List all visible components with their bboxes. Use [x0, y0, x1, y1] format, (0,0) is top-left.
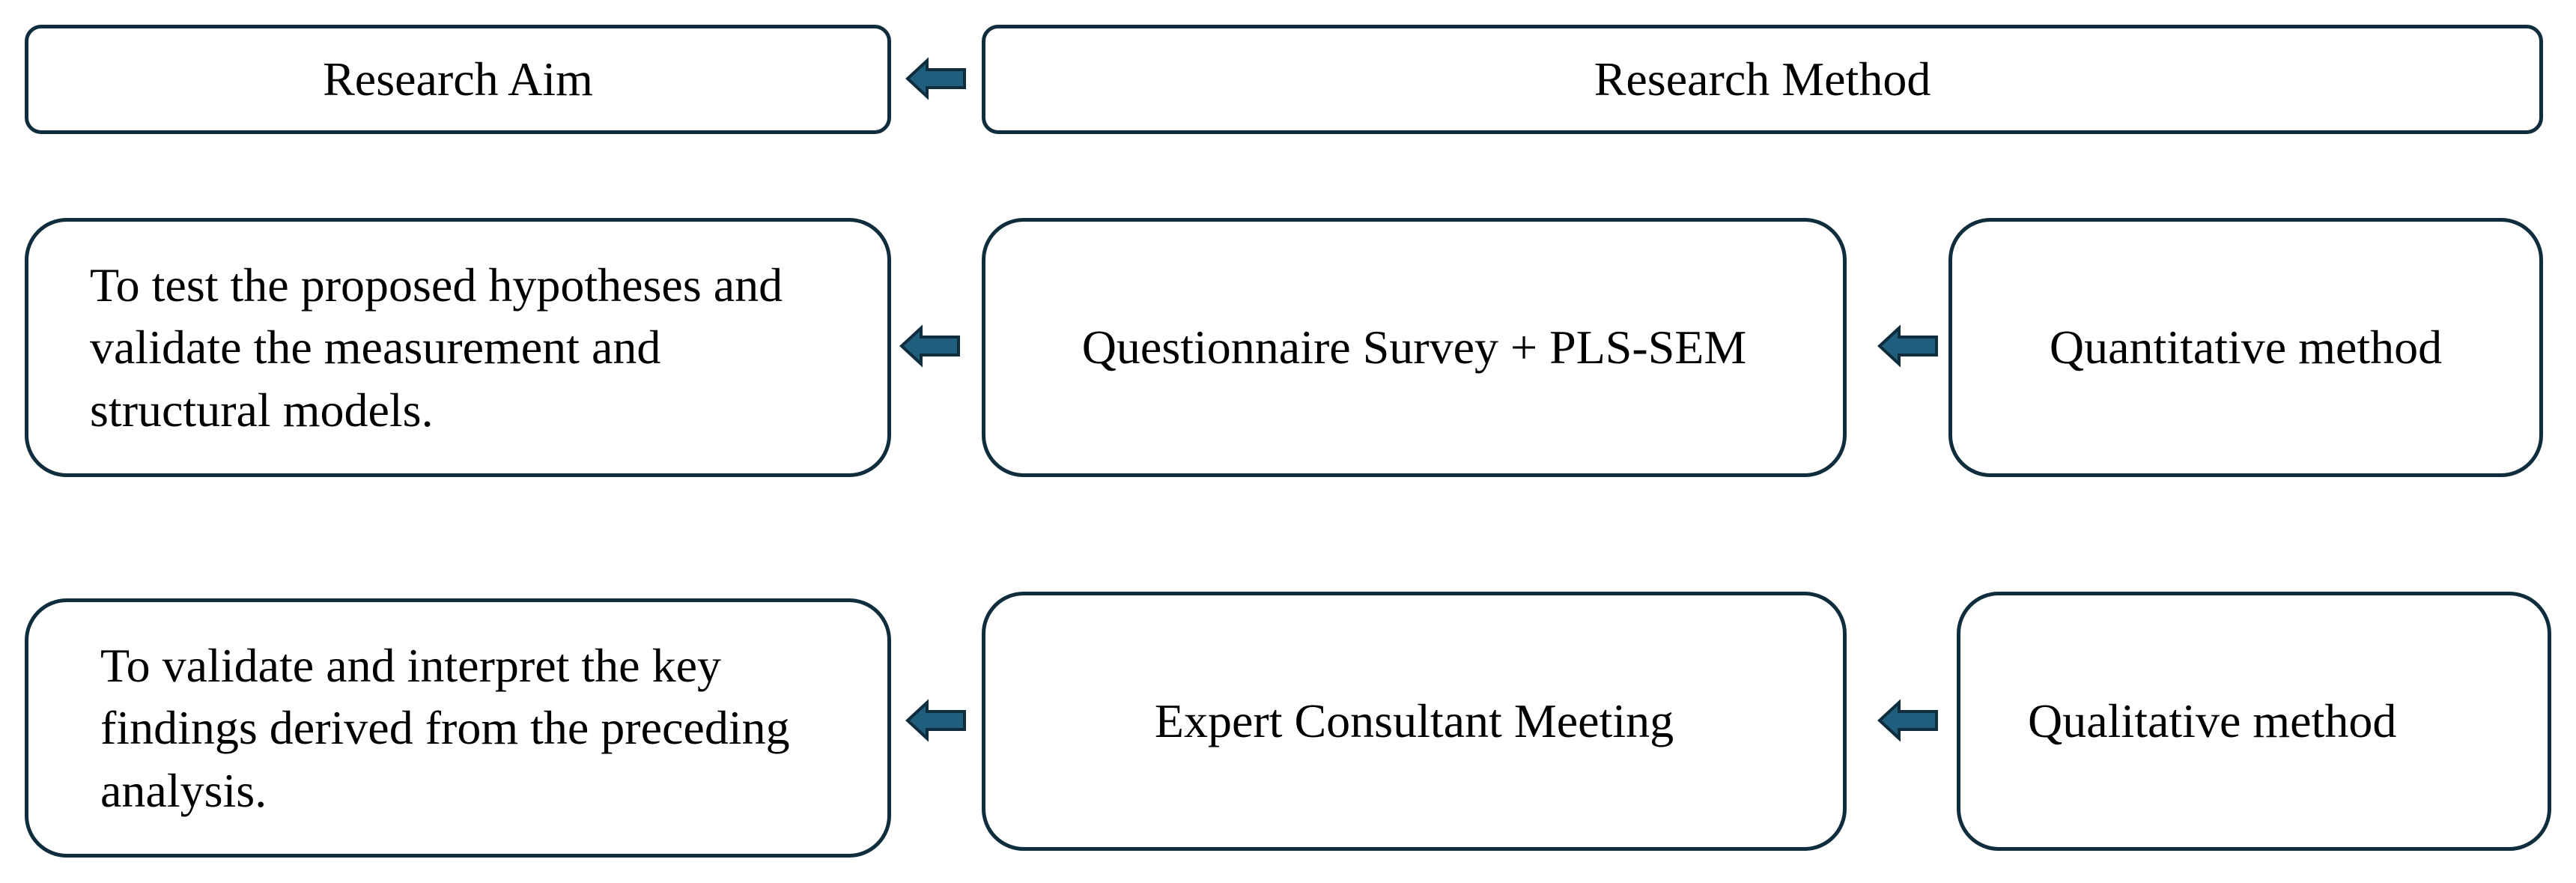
arrow-left-icon [1877, 324, 1938, 368]
technique-box-survey: Questionnaire Survey + PLS-SEM [982, 218, 1847, 477]
aim-text: To test the proposed hypotheses and vali… [90, 258, 783, 437]
technique-box-meeting: Expert Consultant Meeting [982, 592, 1847, 851]
method-text: Quantitative method [2049, 321, 2443, 374]
aim-box-quantitative: To test the proposed hypotheses and vali… [25, 218, 891, 477]
research-method-header-label: Research Method [1594, 52, 1931, 106]
arrow-left-icon [1877, 699, 1938, 742]
arrow-left-icon [899, 324, 960, 368]
aim-text: To validate and interpret the key findin… [100, 639, 790, 817]
research-method-header: Research Method [982, 25, 2543, 134]
arrow-left-icon [905, 699, 966, 742]
arrow-left-icon [905, 57, 966, 100]
technique-text: Questionnaire Survey + PLS-SEM [1081, 321, 1747, 374]
research-aim-header-label: Research Aim [323, 52, 593, 106]
method-box-quantitative: Quantitative method [1948, 218, 2543, 477]
research-aim-header: Research Aim [25, 25, 891, 134]
method-box-qualitative: Qualitative method [1957, 592, 2551, 851]
technique-text: Expert Consultant Meeting [1154, 694, 1674, 748]
method-text: Qualitative method [2028, 694, 2397, 748]
aim-box-qualitative: To validate and interpret the key findin… [25, 598, 891, 858]
